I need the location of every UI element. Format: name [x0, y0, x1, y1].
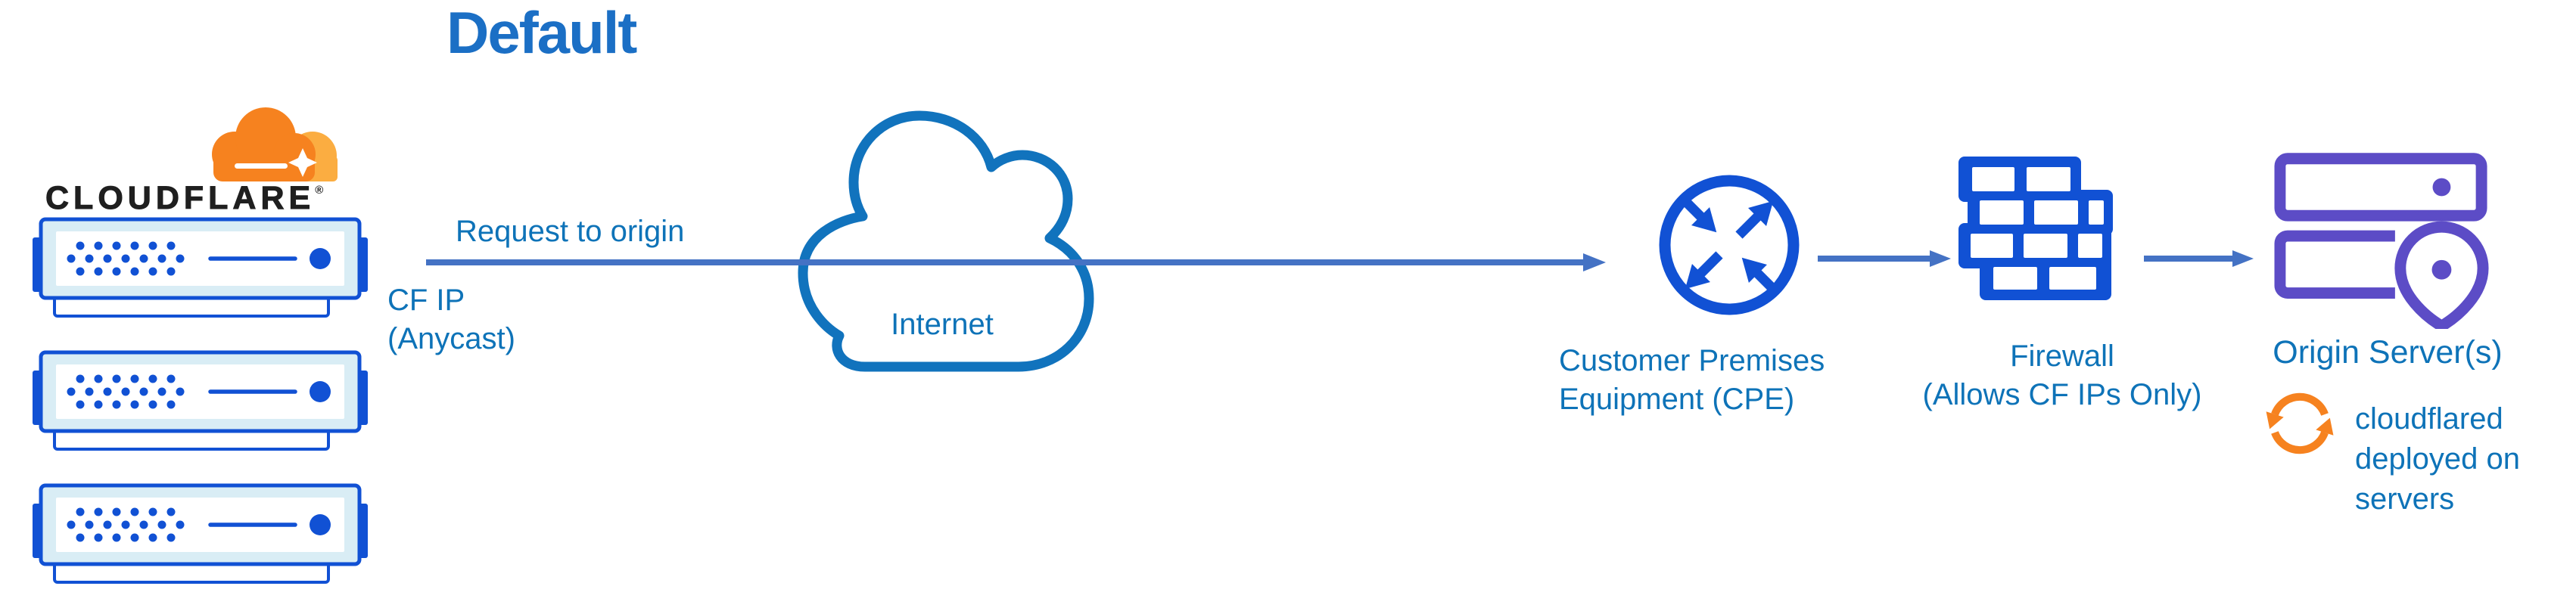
internet-cloud-icon [798, 110, 1094, 372]
edge-server-icon [32, 482, 369, 588]
cpe-router-icon [1659, 175, 1800, 315]
note-line1: cloudflared [2355, 402, 2503, 436]
cf-ip-line1: CF IP [387, 284, 465, 317]
note-line2: deployed on [2355, 442, 2520, 476]
cf-ip-line2: (Anycast) [387, 322, 515, 355]
firewall-line2: (Allows CF IPs Only) [1922, 378, 2202, 411]
cloudflared-note: cloudflared deployed on servers [2355, 399, 2520, 519]
origin-servers-icon [2274, 153, 2491, 329]
note-line3: servers [2355, 482, 2455, 516]
edge-server-icon [32, 216, 369, 322]
cloudflare-wordmark-text: CLOUDFLARE [45, 180, 316, 216]
firewall-line1: Firewall [2010, 340, 2114, 373]
edge-server-icon [32, 349, 369, 455]
sync-icon [2266, 392, 2334, 454]
request-to-origin-label: Request to origin [456, 215, 685, 248]
registered-mark: ® [315, 184, 324, 197]
cpe-line1: Customer Premises [1559, 344, 1825, 377]
firewall-label: Firewall (Allows CF IPs Only) [1899, 337, 2225, 414]
page-title: Default [446, 0, 637, 66]
origin-servers-label: Origin Server(s) [2273, 334, 2503, 371]
cloudflare-wordmark: CLOUDFLARE® [45, 180, 378, 216]
firewall-icon [1958, 157, 2113, 300]
cpe-line2: Equipment (CPE) [1559, 383, 1795, 416]
cloudflare-logo-icon [212, 107, 338, 181]
internet-label: Internet [891, 308, 994, 341]
cf-ip-anycast-label: CF IP (Anycast) [387, 281, 515, 358]
